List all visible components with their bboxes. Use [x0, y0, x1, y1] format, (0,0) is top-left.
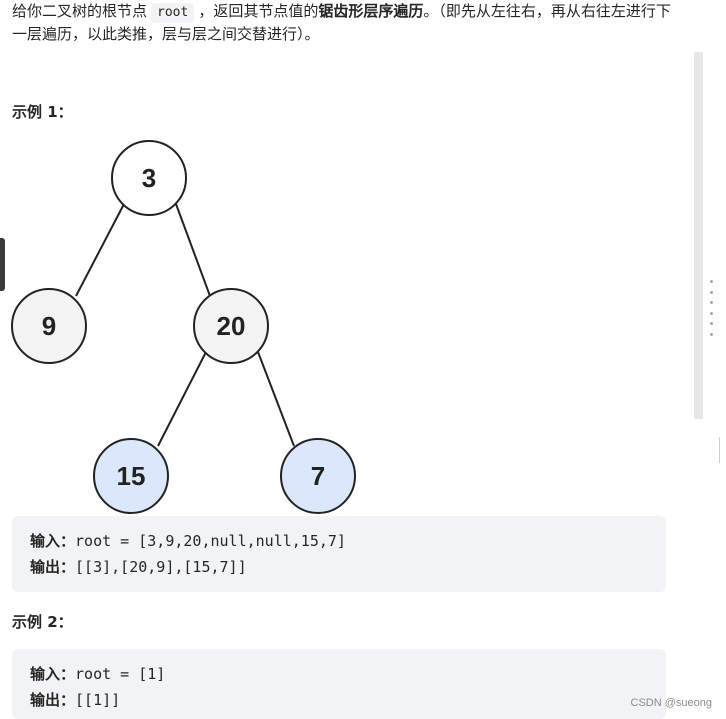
edge-3-9 — [75, 203, 125, 297]
panel-resize-handle[interactable] — [0, 238, 5, 291]
input-value: root = [1] — [75, 665, 166, 683]
example-2-input-line: 输入：root = [1] — [30, 661, 648, 687]
scrollbar[interactable] — [694, 52, 703, 419]
example-1-output-line: 输出：[[3],[20,9],[15,7]] — [30, 554, 648, 580]
input-label: 输入： — [30, 532, 76, 550]
edge-20-7 — [257, 351, 295, 447]
description-text-2: ，返回其节点值的 — [198, 2, 319, 20]
description-bold: 锯齿形层序遍历 — [318, 2, 424, 20]
output-value: [[3],[20,9],[15,7]] — [75, 558, 247, 576]
edge-20-15 — [157, 351, 207, 447]
tree-node-20: 20 — [193, 288, 269, 364]
input-label: 输入： — [30, 665, 76, 683]
tree-node-15: 15 — [93, 438, 169, 514]
output-label: 输出： — [30, 691, 76, 709]
node-label: 7 — [311, 461, 325, 491]
example-2-code-block: 输入：root = [1] 输出：[[1]] — [12, 649, 666, 719]
node-circle — [111, 140, 187, 216]
edge-3-20 — [175, 203, 211, 297]
node-label: 20 — [217, 311, 246, 341]
example-1-code-block: 输入：root = [3,9,20,null,null,15,7] 输出：[[3… — [12, 516, 666, 592]
example-2-title: 示例 2： — [12, 613, 73, 631]
tree-node-3: 3 — [111, 140, 187, 216]
example-2-output-line: 输出：[[1]] — [30, 687, 648, 713]
output-value: [[1]] — [75, 691, 121, 709]
node-circle — [93, 438, 169, 514]
tree-node-7: 7 — [280, 438, 356, 514]
node-circle — [193, 288, 269, 364]
node-circle — [11, 288, 87, 364]
tree-node-9: 9 — [11, 288, 87, 364]
description-text-1: 给你二叉树的根节点 — [12, 2, 148, 20]
node-label: 9 — [42, 311, 56, 341]
node-label: 3 — [142, 163, 156, 193]
example-1-input-line: 输入：root = [3,9,20,null,null,15,7] — [30, 528, 648, 554]
node-circle — [280, 438, 356, 514]
watermark: CSDN @sueong — [630, 697, 712, 709]
output-label: 输出： — [30, 558, 76, 576]
binary-tree-diagram: 3 9 20 15 7 — [11, 140, 356, 514]
description-text-3: 。（即先从左往右，再从右往左进行下一层遍历，以此类推，层与层之间交替进行）。 — [12, 2, 671, 43]
inline-code-root: root — [151, 3, 195, 23]
node-label: 15 — [117, 461, 146, 491]
divider — [719, 437, 720, 463]
drag-handle-dots-icon[interactable] — [709, 280, 713, 336]
example-1-title: 示例 1： — [12, 103, 73, 121]
input-value: root = [3,9,20,null,null,15,7] — [75, 532, 346, 550]
